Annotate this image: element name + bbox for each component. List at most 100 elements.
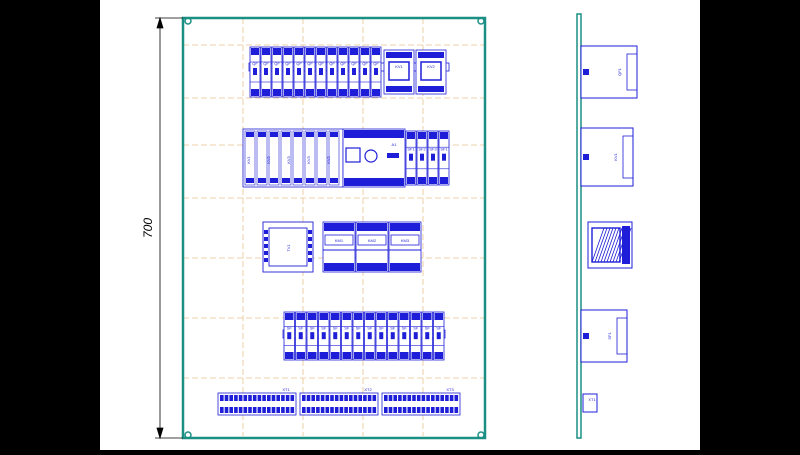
terminal-bottom xyxy=(248,407,252,413)
breaker-toggle xyxy=(298,332,303,340)
contactor-label-plate xyxy=(357,234,387,246)
terminal-bottom xyxy=(445,407,449,413)
terminal-bottom xyxy=(357,263,387,271)
terminal-top xyxy=(311,395,315,401)
terminal-bottom xyxy=(325,407,330,413)
device-label: QF xyxy=(263,61,269,66)
terminal-top xyxy=(324,223,354,231)
terminal-bottom xyxy=(426,407,430,413)
relay-module xyxy=(256,130,268,186)
terminal-bottom xyxy=(431,407,435,413)
terminal-top xyxy=(377,313,386,320)
terminal-bottom xyxy=(271,407,276,413)
terminal-bottom xyxy=(308,352,317,359)
terminal-bottom xyxy=(320,407,325,413)
relay-module xyxy=(304,130,316,186)
terminal-top xyxy=(418,132,426,139)
terminal-bottom xyxy=(290,407,295,413)
terminal-bottom xyxy=(390,263,420,271)
breaker-toggle xyxy=(333,332,338,340)
terminal-bottom xyxy=(349,407,353,413)
terminal-top xyxy=(295,48,303,55)
device-label: QF xyxy=(351,61,357,66)
terminal-right xyxy=(308,244,312,248)
terminal-bottom xyxy=(434,352,443,359)
terminal-top xyxy=(411,313,420,320)
terminal-bottom xyxy=(252,407,257,413)
terminal-bottom xyxy=(324,263,354,271)
breaker-toggle xyxy=(436,332,441,340)
breaker-toggle xyxy=(310,332,315,340)
terminal-top xyxy=(344,130,404,138)
terminal-top xyxy=(431,395,435,401)
terminal-bottom xyxy=(328,89,336,96)
terminal-bottom xyxy=(330,407,334,413)
breaker-toggle xyxy=(402,332,407,340)
controller-knob xyxy=(364,149,378,163)
hatch-line xyxy=(609,227,623,263)
terminal-top xyxy=(330,395,334,401)
terminal-top xyxy=(267,395,271,401)
terminal-bottom xyxy=(306,178,314,183)
relay-module xyxy=(244,130,256,186)
terminal-bottom xyxy=(423,352,432,359)
mount-hole xyxy=(477,17,485,25)
terminal-top xyxy=(318,132,326,137)
device-label: QF xyxy=(373,61,379,66)
terminal-top xyxy=(400,313,409,320)
terminal-top xyxy=(339,48,347,55)
terminal-left xyxy=(264,244,268,248)
terminal-bottom xyxy=(363,407,367,413)
hatch-line xyxy=(600,227,614,263)
terminal-top xyxy=(435,395,440,401)
terminal-bottom xyxy=(372,89,380,96)
terminal-top xyxy=(328,48,336,55)
device-label: SF xyxy=(402,325,408,330)
terminal-bottom xyxy=(400,352,409,359)
hatch-line xyxy=(603,227,617,263)
terminal-bottom xyxy=(418,86,444,92)
terminal-bottom xyxy=(257,407,262,413)
terminal-bottom xyxy=(372,407,377,413)
terminal-top xyxy=(407,132,415,139)
hatch-line xyxy=(597,227,611,263)
terminal-bottom xyxy=(402,407,407,413)
breaker-toggle xyxy=(356,332,361,340)
terminal-bottom xyxy=(386,86,412,92)
terminal-top xyxy=(393,395,397,401)
terminal-bottom xyxy=(273,89,281,96)
terminal-bottom xyxy=(398,407,402,413)
terminal-top xyxy=(248,395,252,401)
breaker-toggle xyxy=(308,68,312,75)
terminal-bottom xyxy=(258,178,266,183)
terminal-top xyxy=(285,313,294,320)
terminal-top xyxy=(434,313,443,320)
terminal-top xyxy=(294,132,302,137)
device-label: KM1 xyxy=(335,238,344,243)
hatch-line xyxy=(591,227,605,263)
mount-hole xyxy=(184,431,192,439)
terminal-top xyxy=(258,132,266,137)
terminal-top xyxy=(429,132,437,139)
device-label: SF xyxy=(287,325,293,330)
terminal-top xyxy=(440,395,444,401)
device-label: KV1 xyxy=(246,155,251,163)
terminal-bottom xyxy=(220,407,224,413)
device-label: KM2 xyxy=(368,238,377,243)
relay-module xyxy=(316,130,328,186)
terminal-bottom xyxy=(302,407,306,413)
terminal-bottom xyxy=(318,178,326,183)
mount-hole xyxy=(184,17,192,25)
terminal-right xyxy=(308,230,312,234)
contactor-label-plate xyxy=(324,234,354,246)
terminal-bottom xyxy=(429,177,437,184)
terminal-bottom xyxy=(393,407,397,413)
terminal-top xyxy=(388,313,397,320)
terminal-top xyxy=(384,395,388,401)
terminal-top xyxy=(363,395,367,401)
terminal-top xyxy=(281,395,285,401)
rail-clip xyxy=(583,69,589,75)
